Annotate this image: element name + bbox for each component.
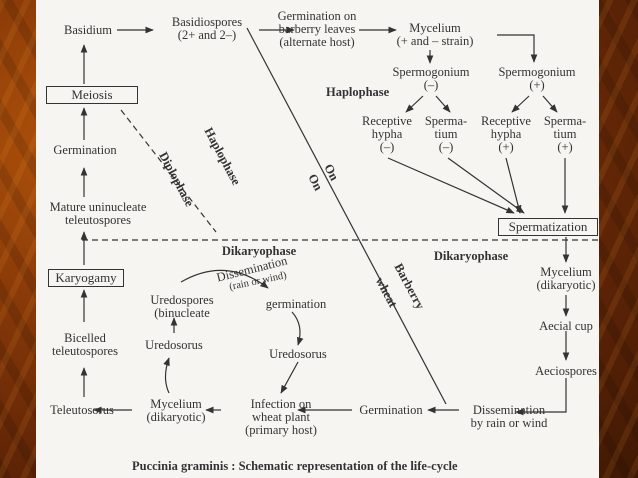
node-spermatium-minus: Sperma- tium (–) [424,114,468,154]
node-basidiospores: Basidiospores (2+ and 2–) [171,15,243,42]
host-divider-line [246,27,447,405]
node-basidium: Basidium [64,23,112,37]
node-dissemination-rain: Dissemination by rain or wind [470,403,548,430]
figure-caption: Puccinia graminis : Schematic representa… [132,459,458,473]
node-germination-mid: germination [265,297,327,311]
node-receptive-hypha-minus: Receptive hypha (–) [362,114,412,154]
node-spermogonium-minus: Spermogonium (–) [392,65,470,92]
node-uredosorus-left: Uredosorus [145,338,203,352]
node-germination-bottom: Germination [359,403,423,417]
node-receptive-hypha-plus: Receptive hypha (+) [481,114,531,154]
phase-haplophase-top: Haplophase [326,85,390,99]
node-spermatization: Spermatization [498,218,598,236]
node-mycelium-strain: Mycelium (+ and – strain) [396,21,474,48]
node-aeciospores: Aeciospores [535,364,597,378]
node-mycelium-dikaryotic-right: Mycelium (dikaryotic) [536,265,596,292]
node-bicelled-teleutospores: Bicelled teleutospores [52,331,118,358]
node-teleutosorus: Teleutosorus [50,403,114,417]
node-uredosorus-mid: Uredosorus [269,347,327,361]
phase-dikaryophase-right: Dikaryophase [433,249,509,263]
node-meiosis: Meiosis [46,86,138,104]
diplophase-boundary [120,109,217,233]
node-infection-wheat: Infection on wheat plant (primary host) [245,397,317,437]
node-spermatium-plus: Sperma- tium (+) [543,114,587,154]
life-cycle-diagram: Basidium Basidiospores (2+ and 2–) Germi… [36,0,599,478]
phase-dikaryophase-center: Dikaryophase [221,244,297,258]
diagram-connectors [80,26,599,416]
node-uredospores: Uredospores (binucleate [150,293,214,320]
node-karyogamy: Karyogamy [48,269,124,287]
node-germination-barberry: Germination on barberry leaves (alternat… [277,9,357,49]
node-spermogonium-plus: Spermogonium (+) [498,65,576,92]
node-mycelium-dikaryotic-left: Mycelium (dikaryotic) [146,397,206,424]
node-mature-uninucleate: Mature uninucleate teleutospores [49,200,147,227]
node-aecial-cup: Aecial cup [539,319,593,333]
node-germination-left: Germination [53,143,117,157]
